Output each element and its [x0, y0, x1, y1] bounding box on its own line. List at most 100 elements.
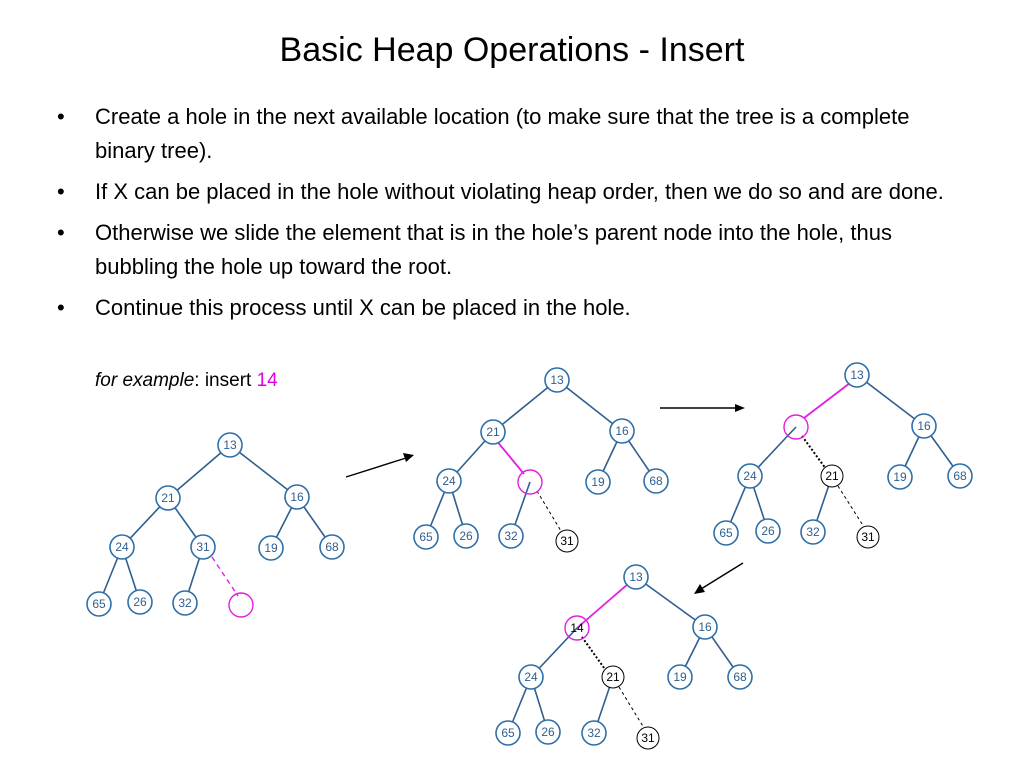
heap-node: 21: [155, 485, 181, 511]
node-label: 19: [893, 470, 907, 484]
node-label: 19: [264, 541, 278, 555]
slide-title: Basic Heap Operations - Insert: [279, 31, 745, 69]
tree-1: 13 21 16 24 31 19 68 65 26 32: [86, 432, 345, 618]
node-label: 21: [825, 469, 839, 483]
bullet-item: • Create a hole in the next available loc…: [52, 100, 972, 168]
bullet-item: • Otherwise we slide the element that is …: [52, 216, 972, 284]
heap-node: 19: [258, 535, 284, 561]
hole-circle: [228, 592, 254, 618]
arrow-icon: [345, 453, 414, 478]
heap-node: 65: [713, 520, 739, 546]
bullet-text: Create a hole in the next available loca…: [95, 104, 910, 163]
node-label: 13: [850, 368, 864, 382]
node-label: 68: [325, 540, 339, 554]
node-label: 13: [629, 570, 643, 584]
bullet-dot: •: [57, 220, 65, 245]
arrow-icon: [694, 562, 744, 594]
heap-node: 68: [319, 534, 345, 560]
heap-node: 13: [623, 564, 649, 590]
node-label: 32: [806, 525, 820, 539]
node-label: 65: [501, 726, 515, 740]
heap-node: 65: [495, 720, 521, 746]
bullet-dot: •: [57, 179, 65, 204]
node-label: 16: [290, 490, 304, 504]
plain-node: 21: [601, 665, 625, 689]
node-label: 21: [486, 425, 500, 439]
node-label: 24: [115, 540, 129, 554]
bullet-item: • If X can be placed in the hole without …: [52, 175, 972, 209]
hole-circle: [517, 469, 543, 495]
node-label: 65: [719, 526, 733, 540]
heap-node: 32: [581, 720, 607, 746]
heap-node: 26: [127, 589, 153, 615]
plain-node: 21: [820, 464, 844, 488]
plain-node: 31: [636, 726, 660, 750]
tree-2: 13 21 16 24 19 68 65 26 32 31: [413, 367, 669, 553]
heap-node: 68: [947, 463, 973, 489]
bullet-text: Continue this process until X can be pla…: [95, 295, 631, 320]
heap-node: 26: [535, 719, 561, 745]
node-label: 26: [459, 529, 473, 543]
heap-node: 16: [609, 418, 635, 444]
heap-node: 19: [667, 664, 693, 690]
node-label: 65: [419, 530, 433, 544]
node-label: 68: [733, 670, 747, 684]
heap-node: 19: [887, 464, 913, 490]
heap-node: 13: [544, 367, 570, 393]
heap-node: 26: [453, 523, 479, 549]
node-label: 16: [917, 419, 931, 433]
heap-node: 24: [109, 534, 135, 560]
heap-node: 26: [755, 518, 781, 544]
heap-node: 16: [692, 614, 718, 640]
bullet-dot: •: [57, 295, 65, 320]
heap-node: 65: [413, 524, 439, 550]
node-label: 31: [861, 530, 875, 544]
heap-node: 13: [844, 362, 870, 388]
node-label: 68: [953, 469, 967, 483]
node-label: 68: [649, 474, 663, 488]
node-label: 31: [196, 540, 210, 554]
node-label: 14: [570, 621, 584, 635]
heap-node: 32: [172, 590, 198, 616]
heap-node: 68: [643, 468, 669, 494]
node-label: 13: [223, 438, 237, 452]
heap-node: 32: [800, 519, 826, 545]
node-label: 13: [550, 373, 564, 387]
node-label: 16: [698, 620, 712, 634]
heap-node: 32: [498, 523, 524, 549]
node-label: 31: [641, 731, 655, 745]
heap-node: 24: [518, 664, 544, 690]
node-label: 21: [606, 670, 620, 684]
example-separator: : insert: [194, 370, 257, 391]
heap-node: 16: [284, 484, 310, 510]
bullet-text: Otherwise we slide the element that is i…: [95, 220, 892, 279]
node-label: 16: [615, 424, 629, 438]
plain-node: 31: [555, 529, 579, 553]
node-label: 24: [743, 469, 757, 483]
heap-node: 68: [727, 664, 753, 690]
node-label: 19: [591, 475, 605, 489]
tree-3: 13 16 24 21 19 68 65 26 32 31: [713, 362, 973, 549]
node-label: 24: [442, 474, 456, 488]
bullet-item: • Continue this process until X can be pl…: [52, 291, 972, 325]
plain-node: 31: [856, 525, 880, 549]
node-label: 24: [524, 670, 538, 684]
node-label: 31: [560, 534, 574, 548]
heap-node: 21: [480, 419, 506, 445]
heap-node: 24: [436, 468, 462, 494]
heap-node: 16: [911, 413, 937, 439]
heap-node: 13: [217, 432, 243, 458]
node-label: 32: [504, 529, 518, 543]
node-label: 32: [587, 726, 601, 740]
bullet-text: If X can be placed in the hole without v…: [95, 179, 944, 204]
tree-4: 13 14 16 24 21 19 68 65 26 32 31: [495, 564, 753, 750]
example-prefix: for example: [95, 370, 195, 391]
node-label: 65: [92, 597, 106, 611]
bullet-dot: •: [57, 104, 65, 129]
node-label: 26: [541, 725, 555, 739]
node-label: 26: [133, 595, 147, 609]
example-line: for example: insert 14: [95, 368, 278, 394]
heap-node: 19: [585, 469, 611, 495]
inserted-node: 14: [564, 615, 590, 641]
